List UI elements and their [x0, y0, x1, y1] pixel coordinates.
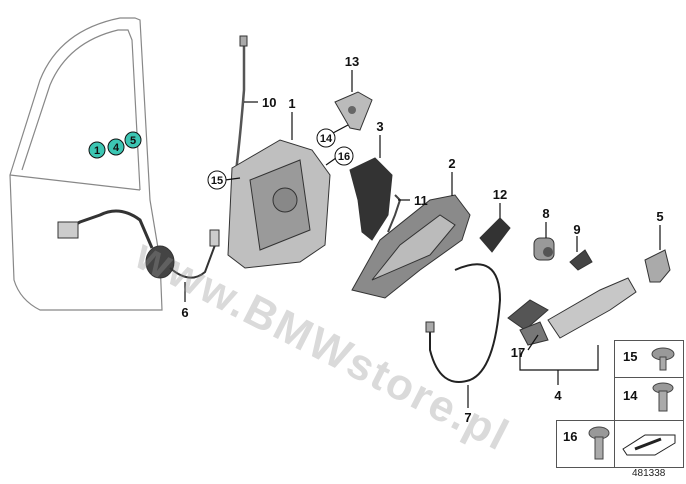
callout-4: 4 — [519, 345, 599, 403]
svg-text:10: 10 — [262, 95, 276, 110]
callout-7: 7 — [464, 385, 472, 425]
circled-callout-15: 15 — [207, 170, 241, 190]
svg-text:15: 15 — [211, 175, 223, 187]
svg-text:16: 16 — [338, 151, 350, 163]
svg-text:3: 3 — [376, 119, 383, 134]
callout-1: 1 — [288, 96, 296, 140]
svg-text:4: 4 — [113, 142, 120, 154]
legend-box-15: 15 — [614, 340, 684, 378]
svg-text:13: 13 — [345, 54, 359, 69]
legend-label-15: 15 — [623, 349, 638, 364]
part-10-rod — [233, 35, 248, 181]
svg-text:1: 1 — [94, 145, 100, 157]
part-3-bracket — [349, 157, 393, 241]
callout-12: 12 — [493, 187, 507, 218]
part-8-cylinder — [533, 237, 555, 261]
callout-3: 3 — [376, 119, 384, 158]
callout-11: 11 — [398, 193, 428, 208]
arrow-icon — [622, 434, 676, 456]
svg-text:9: 9 — [573, 222, 580, 237]
circled-callout-16: 16 — [325, 146, 354, 166]
svg-text:7: 7 — [464, 410, 471, 425]
legend-box-14: 14 — [614, 377, 684, 421]
callout-9: 9 — [573, 222, 581, 252]
svg-text:11: 11 — [414, 193, 428, 208]
part-12-gasket — [479, 217, 511, 253]
part-6-cable — [57, 209, 220, 279]
callout-17: 17 — [511, 334, 539, 360]
callout-13: 13 — [345, 54, 359, 92]
part-5-cap — [644, 249, 671, 283]
callout-2: 2 — [448, 156, 456, 196]
legend-label-16: 16 — [563, 429, 578, 444]
callout-8: 8 — [542, 206, 550, 238]
diagram-id: 481338 — [632, 468, 666, 479]
svg-text:5: 5 — [130, 135, 136, 147]
svg-text:12: 12 — [493, 187, 507, 202]
part-9-seal — [569, 249, 593, 271]
svg-text:2: 2 — [448, 156, 455, 171]
circled-callout-14: 14 — [316, 124, 349, 148]
part-13-striker — [334, 91, 373, 131]
legend-box-16: 16 — [556, 420, 616, 468]
part-11-rod — [387, 194, 402, 233]
svg-text:4: 4 — [554, 388, 562, 403]
door-marker-5[interactable]: 5 — [124, 131, 142, 149]
part-4-handle — [507, 277, 637, 346]
screw-icon — [588, 426, 610, 460]
svg-text:14: 14 — [320, 133, 333, 145]
part-7-cable — [425, 263, 502, 383]
svg-text:5: 5 — [656, 209, 663, 224]
legend-box-arrow — [614, 420, 684, 468]
callout-10: 10 — [244, 95, 276, 110]
svg-text:8: 8 — [542, 206, 549, 221]
svg-text:17: 17 — [511, 345, 525, 360]
screw-icon — [651, 347, 675, 371]
part-1-lock — [227, 139, 331, 269]
svg-text:1: 1 — [288, 96, 295, 111]
door-outline — [9, 17, 163, 311]
svg-text:6: 6 — [181, 305, 188, 320]
bolt-icon — [652, 382, 674, 412]
callout-5: 5 — [656, 209, 664, 250]
part-2-carrier — [351, 194, 471, 299]
door-marker-4[interactable]: 4 — [107, 138, 125, 156]
legend-label-14: 14 — [623, 388, 638, 403]
callout-6: 6 — [181, 282, 189, 320]
door-marker-1[interactable]: 1 — [88, 141, 106, 159]
